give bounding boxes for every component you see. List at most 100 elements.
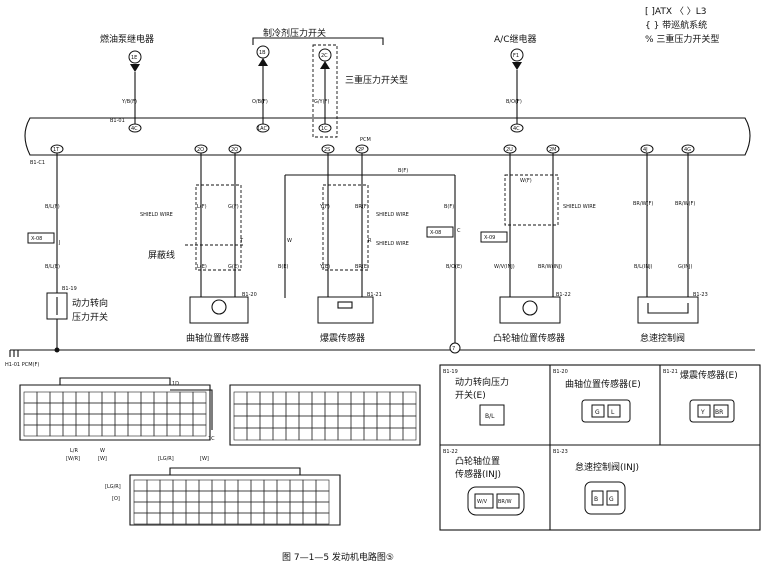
pinout-cell <box>298 391 313 405</box>
pinout-cell <box>376 403 391 417</box>
pinout-cell <box>62 402 77 415</box>
pinout-cell <box>140 402 155 415</box>
pinout-cell <box>233 403 248 417</box>
pinout-cell <box>259 403 274 417</box>
pinout-cell <box>179 413 194 426</box>
svg-text:G(E): G(E) <box>228 264 239 270</box>
pinout-cell <box>133 479 148 492</box>
pinout-cell <box>272 391 287 405</box>
pinout-cell <box>172 479 187 492</box>
pinout-cell <box>224 512 239 525</box>
svg-text:4C: 4C <box>131 126 138 132</box>
pcm-harness-band <box>24 117 751 156</box>
pinout-cell <box>49 413 64 426</box>
svg-text:[LG/R]: [LG/R] <box>158 456 174 462</box>
pinout-cell <box>23 402 38 415</box>
label-pcm: PCM <box>360 137 371 143</box>
pinout-cell <box>75 402 90 415</box>
pinout-cell <box>146 512 161 525</box>
pinout-cell <box>337 403 352 417</box>
pinout-cell <box>389 391 404 405</box>
pinout-cell <box>337 391 352 405</box>
pinout-cell <box>285 391 300 405</box>
svg-text:L(E): L(E) <box>197 264 207 270</box>
pinout-cell <box>259 415 274 429</box>
svg-text:Y: Y <box>700 409 705 416</box>
pinout-cell <box>298 403 313 417</box>
label-fuel-pump-relay: 燃油泵继电器 <box>100 33 154 45</box>
svg-text:1E: 1E <box>131 55 137 61</box>
label-shield-wire-2: SHIELD WIRE <box>376 212 409 218</box>
pinout-cell <box>298 415 313 429</box>
svg-text:B/L(INJ): B/L(INJ) <box>634 264 653 270</box>
pinout-cell <box>376 391 391 405</box>
triple-switch-connector: 2C G/Y(F) <box>312 44 338 138</box>
pinout-cell <box>350 391 365 405</box>
pinout-cell <box>250 512 265 525</box>
svg-text:[O]: [O] <box>112 496 120 502</box>
svg-text:L/R: L/R <box>70 448 78 454</box>
pinout-cell <box>146 501 161 514</box>
pinout-cell <box>272 403 287 417</box>
harness-pin-label: 2U <box>506 147 513 153</box>
pinout-cell <box>36 413 51 426</box>
pinout-cell <box>363 391 378 405</box>
pinout-cell <box>192 413 207 426</box>
pinout-cell <box>233 391 248 405</box>
legend-line-1: [ ]ATX 〈 〉L3 <box>645 6 706 17</box>
pinout-cell <box>146 490 161 503</box>
pinout-cell <box>36 424 51 437</box>
pinout-cell <box>166 402 181 415</box>
svg-text:T: T <box>239 238 244 244</box>
pinout-cell <box>298 427 313 441</box>
svg-text:B1-22: B1-22 <box>556 292 571 298</box>
pinout-cell <box>127 391 142 404</box>
pinout-cell <box>133 501 148 514</box>
pinout-cell <box>276 512 291 525</box>
harness-pin-label: 2P <box>358 147 364 153</box>
pinout-cell <box>192 402 207 415</box>
refrigerant-switch-connector: 1B O/B(F) <box>252 45 270 125</box>
pinout-cell <box>75 391 90 404</box>
label-shielded-line: 屏蔽线 <box>148 249 175 261</box>
pinout-cell <box>315 512 330 525</box>
pinout-cell <box>159 490 174 503</box>
svg-text:开关(E): 开关(E) <box>455 389 486 401</box>
pinout-cell <box>246 427 261 441</box>
svg-text:曲轴位置传感器: 曲轴位置传感器 <box>186 332 249 344</box>
pinout-cell <box>337 415 352 429</box>
pinout-cell <box>185 512 200 525</box>
svg-text:凸轮轴位置: 凸轮轴位置 <box>455 455 500 467</box>
band-pins-top: 4C 1AC 1C 4C <box>128 123 524 133</box>
pinout-cell <box>75 413 90 426</box>
knock-sensor: B1-21 爆震传感器 <box>317 292 382 344</box>
svg-text:BR/W(F): BR/W(F) <box>675 201 695 207</box>
pinout-cell <box>23 391 38 404</box>
pinout-cell <box>101 391 116 404</box>
pinout-cell <box>263 490 278 503</box>
svg-text:1AC: 1AC <box>257 126 268 132</box>
pinout-cell <box>101 413 116 426</box>
figure-caption: 图 7—1—5 发动机电路图⑤ <box>282 551 394 563</box>
svg-text:W/V: W/V <box>477 499 488 505</box>
ac-relay-connector: F1 B/O(F) <box>506 48 524 125</box>
svg-text:B1-20: B1-20 <box>242 292 257 298</box>
svg-text:1D: 1D <box>172 381 179 387</box>
svg-text:2C: 2C <box>321 53 328 59</box>
svg-text:X-08: X-08 <box>430 230 441 236</box>
pinout-cell <box>237 479 252 492</box>
pinout-cell <box>75 424 90 437</box>
pinout-cell <box>272 427 287 441</box>
pinout-cell <box>133 490 148 503</box>
svg-text:B(F): B(F) <box>444 204 454 210</box>
pinout-cell <box>285 403 300 417</box>
svg-text:BR: BR <box>715 409 723 416</box>
pinout-cell <box>133 512 148 525</box>
harness-pin-label: 1T <box>53 147 60 153</box>
pinout-cell <box>237 490 252 503</box>
pinout-cell <box>49 391 64 404</box>
pinout-cell <box>127 424 142 437</box>
svg-text:动力转向: 动力转向 <box>72 297 108 309</box>
pinout-cell <box>311 415 326 429</box>
